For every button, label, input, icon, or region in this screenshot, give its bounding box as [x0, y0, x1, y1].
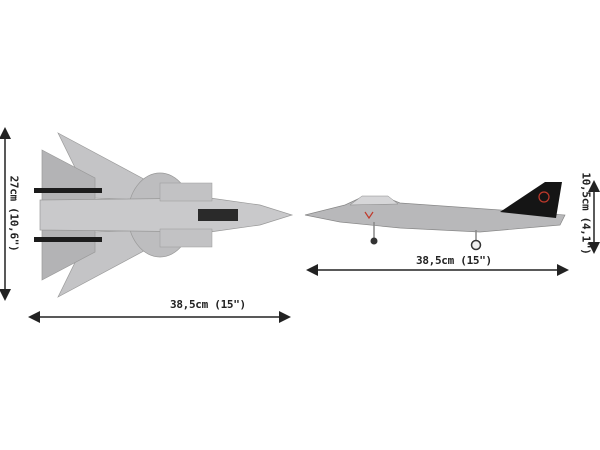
top-view-width-label: 38,5cm (15"): [170, 298, 246, 311]
jet-side-view: [304, 182, 566, 251]
side-view-height-label: 10,5cm (4,1"): [579, 172, 593, 255]
top-view-height-label: 27cm (10,6"): [7, 175, 21, 252]
side-view-length-label: 38,5cm (15"): [416, 254, 492, 267]
jet-top-view: [34, 132, 294, 298]
